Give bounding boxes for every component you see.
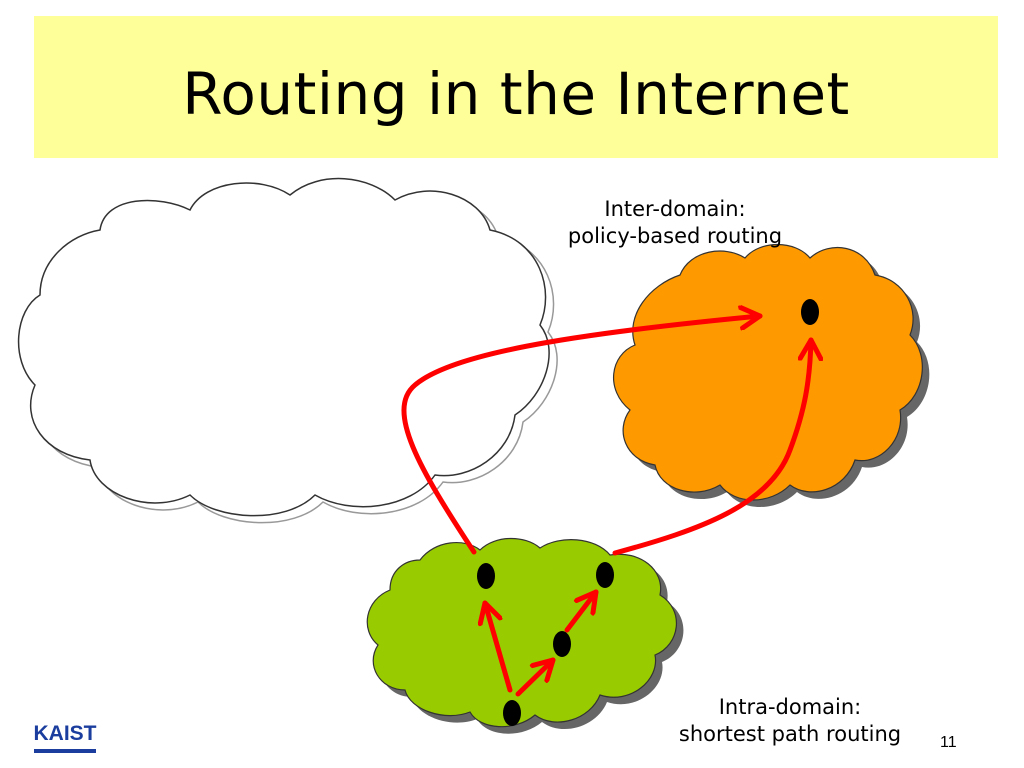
green-cloud-body — [366, 537, 677, 728]
router-node-green-bottom — [503, 700, 521, 726]
inter-domain-label-line1: Inter-domain: — [604, 197, 746, 221]
kaist-logo-text: KAIST — [33, 722, 97, 745]
white-domain-cloud — [17, 177, 558, 524]
orange-cloud-body — [613, 243, 923, 501]
inter-domain-arrow-upper — [401, 316, 763, 555]
router-node-orange — [801, 299, 819, 325]
orange-domain-cloud — [613, 243, 930, 507]
router-node-green-left — [477, 563, 495, 589]
router-node-green-right — [596, 562, 614, 588]
kaist-logo: KAIST — [30, 722, 100, 762]
intra-domain-label: Intra-domain: shortest path routing — [650, 694, 930, 748]
white-cloud-body — [17, 177, 550, 517]
router-node-green-middle — [553, 631, 571, 657]
slide-number: 11 — [940, 734, 957, 751]
kaist-logo-bar — [34, 749, 96, 753]
slide-title: Routing in the Internet — [182, 60, 850, 128]
intra-domain-arrow-middle — [515, 657, 556, 697]
intra-domain-label-line1: Intra-domain: — [718, 695, 862, 719]
title-bar: Routing in the Internet — [34, 16, 998, 158]
intra-domain-label-line2: shortest path routing — [678, 722, 902, 746]
green-domain-cloud — [366, 537, 684, 734]
intra-domain-arrow-up — [485, 600, 513, 693]
inter-domain-label: Inter-domain: policy-based routing — [535, 196, 815, 250]
inter-domain-label-line2: policy-based routing — [567, 224, 783, 248]
intra-domain-arrow-right — [564, 589, 599, 633]
inter-domain-arrow-right — [612, 337, 811, 556]
